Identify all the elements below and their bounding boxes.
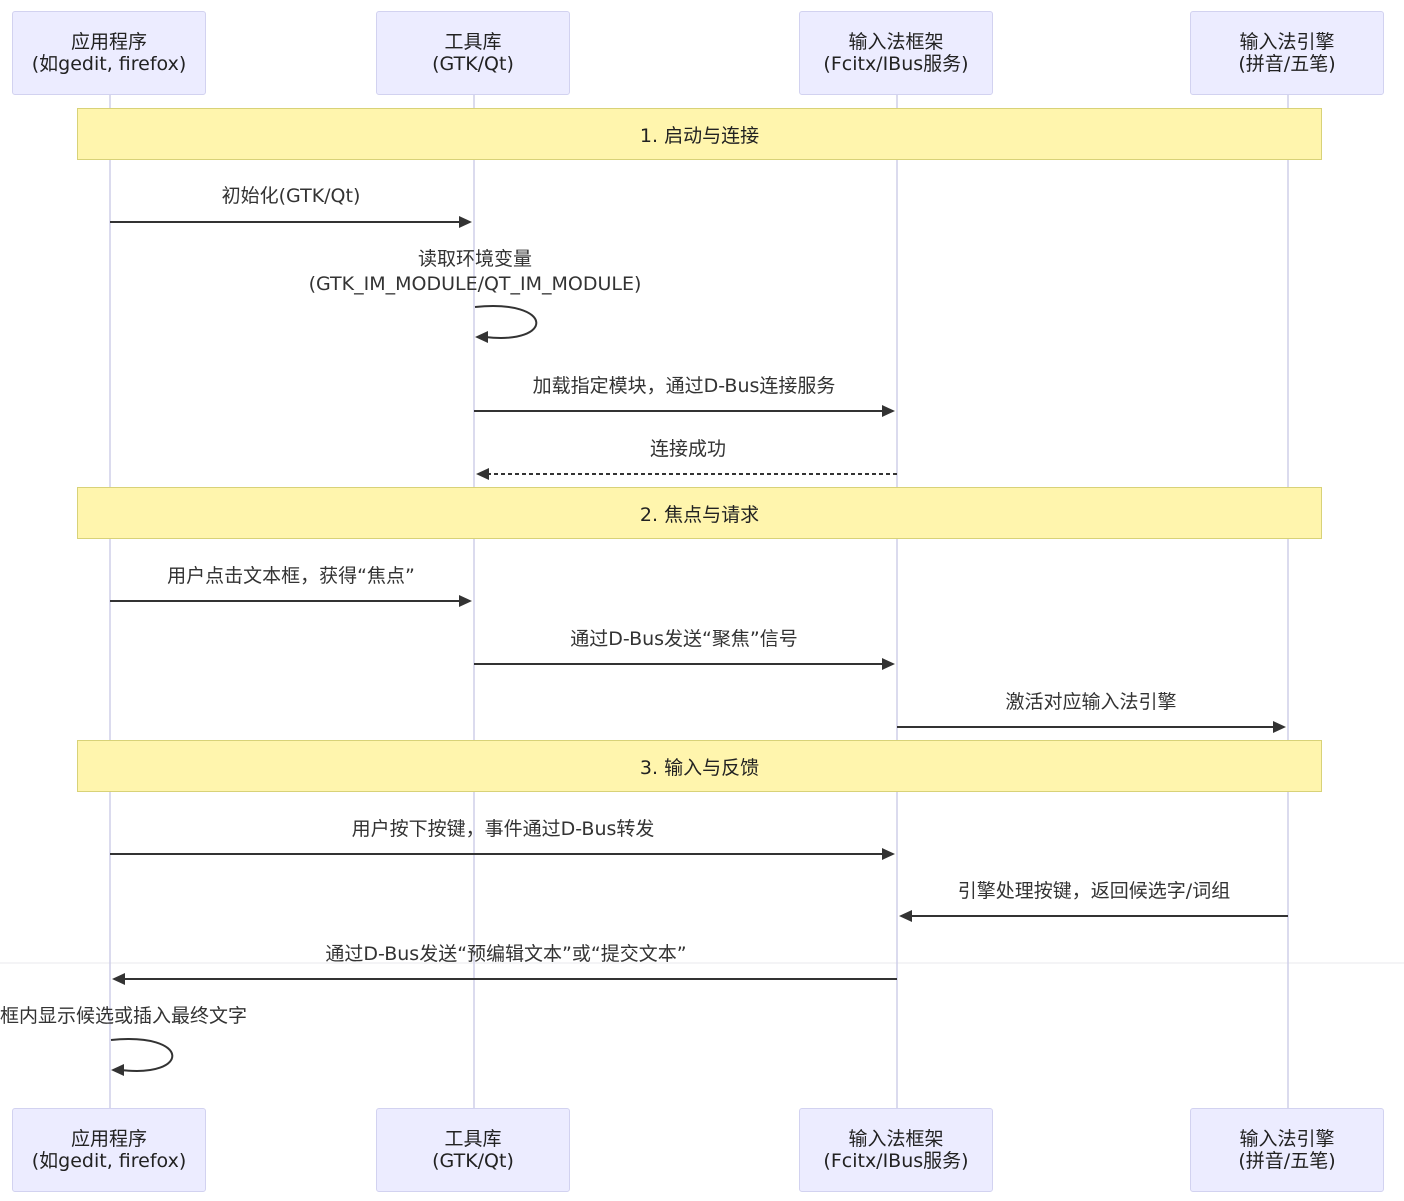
- actor-app-desc: (如gedit, firefox): [31, 53, 187, 75]
- actor-toolkit-desc: (GTK/Qt): [432, 1150, 514, 1172]
- arrowhead: [882, 848, 895, 860]
- actor-framework-bottom: 输入法框架 (Fcitx/IBus服务): [799, 1108, 993, 1192]
- actor-engine-name: 输入法引擎: [1239, 31, 1335, 53]
- actor-engine-desc: (拼音/五笔): [1238, 1150, 1336, 1172]
- section-label: 2. 焦点与请求: [639, 503, 760, 526]
- actor-toolkit-desc: (GTK/Qt): [432, 53, 514, 75]
- actor-engine-bottom: 输入法引擎 (拼音/五笔): [1190, 1108, 1384, 1192]
- message-label-click-focus: 用户点击文本框，获得“焦点”: [167, 565, 415, 587]
- message-label-candidates: 引擎处理按键，返回候选字/词组: [957, 880, 1231, 902]
- section-label: 1. 启动与连接: [639, 124, 760, 147]
- section-note-startup: 1. 启动与连接: [77, 108, 1322, 160]
- message-label-display: 本框内显示候选或插入最终文字: [0, 1005, 248, 1027]
- arrowhead: [476, 468, 489, 480]
- actor-app-name: 应用程序: [70, 1128, 147, 1150]
- actor-toolkit-top: 工具库 (GTK/Qt): [376, 11, 570, 95]
- actor-app-top: 应用程序 (如gedit, firefox): [12, 11, 206, 95]
- arrowhead: [882, 405, 895, 417]
- actor-framework-desc: (Fcitx/IBus服务): [823, 1150, 969, 1172]
- actor-app-desc: (如gedit, firefox): [31, 1150, 187, 1172]
- actor-toolkit-name: 工具库: [444, 1128, 502, 1150]
- section-note-input: 3. 输入与反馈: [77, 740, 1322, 792]
- actor-framework-top: 输入法框架 (Fcitx/IBus服务): [799, 11, 993, 95]
- arrowhead: [459, 216, 472, 228]
- arrowhead: [1273, 721, 1286, 733]
- actor-engine-top: 输入法引擎 (拼音/五笔): [1190, 11, 1384, 95]
- actor-app-bottom: 应用程序 (如gedit, firefox): [12, 1108, 206, 1192]
- message-label-load-module: 加载指定模块，通过D-Bus连接服务: [532, 375, 836, 397]
- arrowhead: [882, 658, 895, 670]
- actor-engine-name: 输入法引擎: [1239, 1128, 1335, 1150]
- actor-engine-desc: (拼音/五笔): [1238, 53, 1336, 75]
- actor-framework-desc: (Fcitx/IBus服务): [823, 53, 969, 75]
- self-message-arrow: [474, 305, 538, 339]
- message-label-focus-signal: 通过D-Bus发送“聚焦”信号: [570, 628, 798, 650]
- message-label-commit: 通过D-Bus发送“预编辑文本”或“提交文本”: [325, 943, 687, 965]
- arrowhead: [112, 973, 125, 985]
- message-label-activate-engine: 激活对应输入法引擎: [1005, 691, 1177, 713]
- actor-toolkit-name: 工具库: [444, 31, 502, 53]
- actor-framework-name: 输入法框架: [848, 1128, 944, 1150]
- message-label-init: 初始化(GTK/Qt): [221, 185, 361, 207]
- actor-app-name: 应用程序: [70, 31, 147, 53]
- section-label: 3. 输入与反馈: [639, 756, 760, 779]
- actor-toolkit-bottom: 工具库 (GTK/Qt): [376, 1108, 570, 1192]
- message-label-read-env-detail: (GTK_IM_MODULE/QT_IM_MODULE): [308, 273, 642, 295]
- message-label-connected: 连接成功: [649, 438, 727, 460]
- section-note-focus: 2. 焦点与请求: [77, 487, 1322, 539]
- arrowhead: [475, 331, 488, 343]
- message-label-read-env: 读取环境变量: [417, 248, 533, 270]
- message-label-keypress: 用户按下按键，事件通过D-Bus转发: [351, 818, 655, 840]
- arrowhead: [111, 1064, 124, 1076]
- arrowhead: [459, 595, 472, 607]
- arrowhead: [899, 910, 912, 922]
- actor-framework-name: 输入法框架: [848, 31, 944, 53]
- self-message-arrow: [110, 1038, 174, 1072]
